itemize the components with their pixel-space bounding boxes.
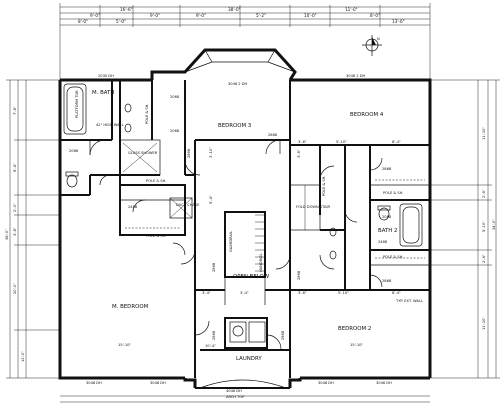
dim-win-mbed-l: 3046 DH — [86, 381, 102, 385]
north-arrow-icon: N — [362, 35, 382, 56]
dim-15-10a: 15'-10" — [118, 343, 131, 347]
dim-door-2868d: 2868 — [382, 279, 392, 283]
dim-top-i: 13'-6" — [392, 19, 405, 24]
dim-right-c: 5'-10" — [482, 221, 486, 232]
dim-door-2868e: 2868 — [297, 270, 301, 280]
label-m-bedroom: M. BEDROOM — [112, 304, 149, 310]
label-pole-sh-f: POLE & SH. — [322, 176, 326, 196]
top-dimension-lines: 16'-6" 38'-0" 11'-0" 9'-0" 9'-0" 9'-0" 5… — [59, 3, 431, 80]
dim-5-10b: 5'-10" — [338, 291, 349, 295]
interior-walls — [60, 80, 430, 378]
dim-door-2068d: 2068 — [382, 215, 392, 219]
dim-right-b: 2'-6" — [482, 189, 486, 198]
label-open-below: OPEN BELOW — [233, 274, 270, 280]
dim-win-bed2-l: 3046 DH — [318, 381, 334, 385]
dim-top-a: 16'-6" — [120, 7, 133, 12]
label-guardrail: GUARDRAIL — [229, 231, 233, 252]
dim-left-b: 6'-4" — [13, 163, 17, 172]
dim-top-b: 11'-0" — [345, 7, 358, 12]
dim-win-mbed-r: 3046 DH — [150, 381, 166, 385]
dim-8-4b: 8'-4" — [392, 291, 401, 295]
dim-10-4: 10'-4" — [205, 344, 216, 348]
dim-3-6c: 3'-6" — [297, 149, 301, 158]
dim-door-2868h: 2868 — [281, 330, 285, 340]
dim-left-a: 7'-8" — [13, 106, 17, 115]
dim-3-10: 3'-10" — [209, 147, 213, 158]
label-bedroom-2: BEDROOM 2 — [338, 326, 371, 332]
right-dimension-lines: 11'-10" 2'-6" 5'-10" 2'-6" 11'-10" 34'-0… — [430, 79, 500, 379]
dim-top-f: 5'-2" — [256, 13, 266, 18]
dim-door-2868a: 2868 — [187, 148, 191, 158]
dim-door-2868c: 2868 — [382, 167, 392, 171]
dim-win-laundry: 4046 DH — [226, 389, 242, 393]
label-high-wall: 42" HIGH WALL — [96, 123, 124, 127]
dim-door-2468a: 2468 — [128, 205, 138, 209]
dim-door-2068a: 2068 — [69, 149, 79, 153]
dim-right-e: 11'-10" — [482, 317, 486, 330]
dim-top-h: 5'-0" — [116, 19, 126, 24]
label-handrail: HANDRAIL — [259, 254, 263, 273]
dim-5-4: 5'-4" — [209, 195, 213, 204]
label-bedroom-3: BEDROOM 3 — [218, 123, 251, 129]
label-pole-sh-b: POLE & SH. — [146, 179, 166, 183]
dim-top-g2: 8'-0" — [78, 19, 88, 24]
dim-top-d2: 9'-0" — [196, 13, 206, 18]
dim-3-4: 3'-4" — [202, 291, 211, 295]
label-pole-sh-c: POLE & SH. — [146, 234, 166, 238]
dim-right-total: 34'-0" — [492, 219, 496, 230]
label-m-bath: M. BATH — [92, 90, 114, 96]
dim-top-g: 8'-0" — [370, 13, 380, 18]
dim-door-2868g: 2868 — [212, 330, 216, 340]
label-arch-top: ARCH TOP — [226, 395, 245, 399]
label-knee-wall: TYP. EXT. WALL — [395, 299, 423, 303]
dim-3-6a: 3'-6" — [298, 140, 307, 144]
label-duct-chase: DUCT CHASE — [176, 203, 200, 207]
dim-15-10b: 15'-10" — [350, 343, 363, 347]
dim-top-e: 10'-0" — [304, 13, 317, 18]
dim-win-bed3: 3046 2 DH — [228, 82, 247, 86]
dim-door-2868b: 2868 — [268, 133, 278, 137]
dim-top-total: 38'-0" — [228, 7, 241, 12]
dim-win-bed4: 3046 2 DH — [346, 74, 365, 78]
dim-door-2068b: 2068 — [170, 95, 180, 99]
dim-door-2068c: 2068 — [170, 129, 180, 133]
dim-win-bed2-r: 3046 DH — [376, 381, 392, 385]
dim-door-2868f: 2868 — [212, 262, 216, 272]
label-laundry: LAUNDRY — [236, 356, 262, 362]
dim-right-d: 2'-6" — [482, 254, 486, 263]
north-label: N — [377, 37, 380, 41]
dim-left-f: 12'-0" — [21, 351, 25, 362]
dim-8-4a: 8'-4" — [392, 140, 401, 144]
label-platform-tub: PLATFORM TUB — [75, 90, 79, 118]
label-pole-sh-e: POLE & SH. — [383, 255, 403, 259]
bottom-dimension-lines — [60, 395, 430, 403]
dim-top-c: 9'-0" — [90, 13, 100, 18]
dim-left-e: 20'-0" — [13, 283, 17, 294]
dim-top-d: 9'-0" — [150, 13, 160, 18]
dim-door-2468b: 2468 — [378, 240, 388, 244]
exterior-walls — [58, 48, 432, 389]
dim-3-6b: 3'-6" — [298, 291, 307, 295]
label-bedroom-4: BEDROOM 4 — [350, 112, 384, 118]
dim-5-10a: 5'-10" — [336, 140, 347, 144]
left-dimension-lines: 7'-8" 6'-4" 2'-0" 3'-8" 20'-0" 12'-0" 38… — [5, 79, 60, 379]
dim-left-c: 2'-0" — [13, 203, 17, 212]
door-swings — [89, 139, 383, 350]
label-bath-2: BATH 2 — [378, 228, 397, 234]
dim-win-mbath: 2030 DH — [98, 74, 114, 78]
label-glass-shower: GLASS SHOWER — [128, 151, 158, 155]
label-pole-sh-d: POLE & SH. — [383, 191, 403, 195]
dim-left-total: 38'-0" — [5, 229, 9, 240]
dim-left-d: 3'-8" — [13, 227, 17, 236]
label-pole-sh-a: POLE & SH. — [145, 104, 149, 124]
dim-right-a: 11'-10" — [482, 127, 486, 140]
fixtures — [63, 83, 423, 343]
label-fold-down-stair: FOLD DOWN STAIR — [296, 205, 331, 209]
dim-3-4b: 3'-4" — [240, 291, 249, 295]
